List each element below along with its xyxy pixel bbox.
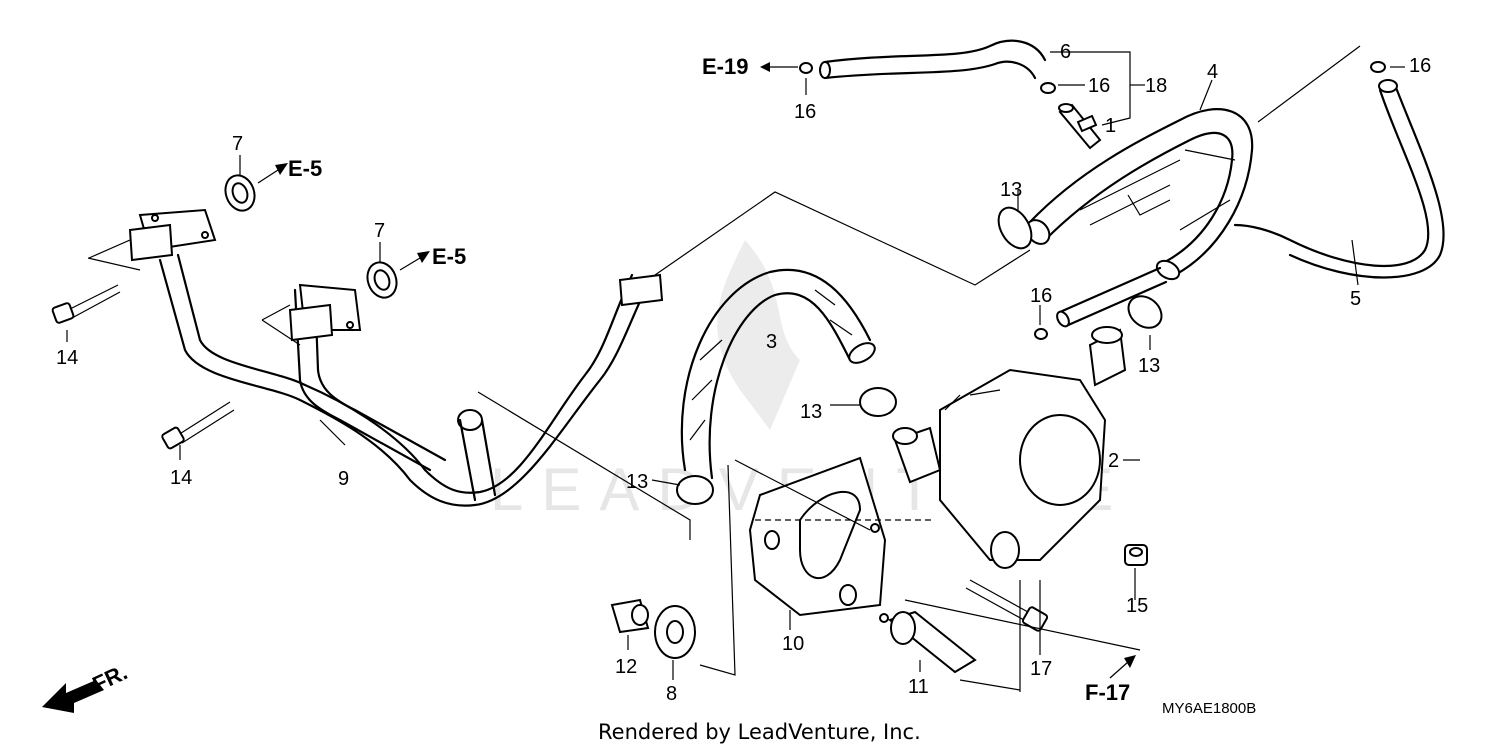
- seal-7: [224, 174, 398, 299]
- bolt-14: [51, 284, 235, 450]
- bracket-lower: [288, 283, 362, 342]
- callout-1: 1: [1105, 115, 1116, 137]
- callout-16a: 16: [794, 101, 816, 123]
- callout-4: 4: [1207, 61, 1218, 83]
- callout-7a: 7: [232, 133, 243, 155]
- part-1-fitting: [1058, 103, 1102, 150]
- hose-6: [819, 39, 1047, 80]
- callout-10: 10: [782, 633, 804, 655]
- hose-3: [680, 268, 876, 480]
- valve-2: [892, 326, 1127, 569]
- callout-16c: 16: [1409, 55, 1431, 77]
- hose-4: [1025, 108, 1254, 281]
- callout-13c: 13: [800, 401, 822, 423]
- collar-12: [610, 598, 650, 634]
- callout-16d: 16: [1030, 285, 1052, 307]
- callout-12: 12: [615, 656, 637, 678]
- front-arrow-icon: FR.: [42, 659, 131, 713]
- callout-14a: 14: [56, 347, 78, 369]
- callout-13d: 13: [626, 471, 648, 493]
- ref-e5-lower: E-5: [432, 244, 466, 269]
- ref-e5-upper: E-5: [288, 156, 322, 181]
- bracket-upper: [128, 208, 217, 262]
- callout-14b: 14: [170, 467, 192, 489]
- bolt-17: [965, 579, 1049, 632]
- leader-lines: [66, 45, 1405, 692]
- callout-8: 8: [666, 683, 677, 705]
- pipe-9: [158, 253, 664, 507]
- callout-11: 11: [908, 676, 929, 698]
- callout-13a: 13: [1000, 179, 1022, 201]
- ref-f17: F-17: [1085, 680, 1130, 705]
- rubber-8: [654, 605, 696, 659]
- footer-credit: Rendered by LeadVenture, Inc.: [598, 720, 921, 744]
- callout-5: 5: [1350, 288, 1361, 310]
- ref-e19: E-19: [702, 54, 748, 79]
- clip-16-top: [799, 61, 1386, 340]
- callout-17: 17: [1030, 658, 1052, 680]
- callout-9: 9: [338, 468, 349, 490]
- callout-18: 18: [1145, 75, 1167, 97]
- bracket-10: [748, 456, 935, 617]
- clamp-13: [676, 206, 1163, 505]
- tube-connector: [1056, 266, 1168, 328]
- callout-3: 3: [766, 331, 777, 353]
- nut-15: [1124, 544, 1148, 566]
- diagram-code: MY6AE1800B: [1162, 700, 1256, 717]
- callout-13b: 13: [1138, 355, 1160, 377]
- callout-7b: 7: [374, 220, 385, 242]
- bolt-11: [879, 610, 977, 674]
- callout-numbers: 1 2 3 4 5 6 7 7 8 9 10 11 12 13 13 13 13…: [56, 41, 1431, 705]
- callout-15: 15: [1126, 595, 1148, 617]
- callout-16b: 16: [1088, 75, 1110, 97]
- hose-5: [1233, 79, 1445, 279]
- callout-6: 6: [1060, 41, 1071, 63]
- reference-labels: E-19 E-5 E-5 F-17: [288, 54, 1130, 705]
- arrows: [257, 62, 1136, 679]
- callout-2: 2: [1108, 450, 1119, 472]
